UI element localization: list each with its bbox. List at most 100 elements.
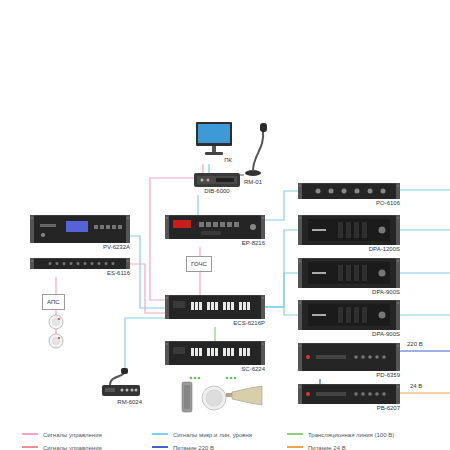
ceiling-speaker — [202, 386, 226, 410]
rack-device: SC-6224 — [165, 341, 265, 373]
device-part — [34, 215, 126, 243]
device-picture — [298, 183, 400, 199]
device-part — [239, 348, 242, 356]
device-part — [298, 215, 400, 245]
device-part — [227, 348, 230, 356]
device-part — [329, 189, 334, 194]
microphone-console: RM-6024 — [100, 368, 142, 406]
smoke-detector — [49, 334, 63, 348]
device-part — [70, 262, 73, 265]
device-label: ES-6116 — [30, 269, 130, 277]
device-part — [346, 307, 351, 323]
device-part — [302, 183, 396, 184]
column-speaker-grille — [184, 385, 190, 409]
device-part — [205, 152, 223, 155]
device-part — [397, 185, 399, 187]
device-label: PO-6106 — [298, 199, 400, 207]
device-part — [77, 262, 80, 265]
device-part — [207, 348, 210, 356]
rack-device: EP-8216 — [165, 215, 265, 247]
signal-wire — [130, 236, 165, 308]
device-part — [302, 258, 396, 259]
rack-device: PV-6232A — [30, 215, 130, 251]
horn-speaker-mount — [226, 393, 232, 397]
device-part — [316, 189, 321, 194]
device-part — [262, 297, 264, 299]
device-part — [362, 265, 367, 281]
voltage-label-wrap: 220 В — [407, 340, 423, 348]
device-part — [215, 348, 218, 356]
signal-wire — [130, 264, 165, 313]
device-part — [308, 219, 390, 241]
voltage-label: 220 В — [407, 340, 423, 348]
amp-output-line — [400, 189, 450, 190]
device-part — [131, 389, 134, 392]
device-part — [207, 302, 210, 310]
device-part — [381, 189, 386, 194]
box-label: ГОЧС — [191, 260, 207, 268]
device-label: DIB-6000 — [194, 187, 240, 195]
signal-wire — [199, 272, 200, 295]
device-part — [379, 227, 386, 234]
signal-box: ГОЧС — [186, 256, 212, 272]
device-part — [361, 392, 365, 396]
rack-device: ES-6116 — [30, 258, 130, 277]
device-part — [253, 130, 263, 171]
device-part — [127, 260, 129, 262]
device-part — [375, 392, 379, 396]
device-part — [112, 225, 116, 229]
device-part — [302, 215, 396, 245]
device-part — [30, 215, 130, 243]
signal-wire — [265, 191, 298, 220]
device-picture — [194, 173, 240, 187]
signal-wire — [125, 318, 165, 368]
legend-text: Питание 24 В — [308, 445, 346, 450]
smoke-detector-core — [53, 338, 60, 345]
device-part — [368, 392, 372, 396]
device-part — [106, 225, 110, 229]
amp-output-line — [400, 272, 450, 273]
device-part — [100, 225, 104, 229]
device-part — [166, 343, 168, 345]
signal-wire — [150, 178, 194, 300]
device-part — [198, 124, 230, 143]
device-part — [302, 300, 396, 301]
device-part — [382, 392, 386, 396]
device-part — [338, 307, 343, 323]
device-part — [302, 183, 396, 199]
device-part — [56, 262, 59, 265]
microphone-node: RM-01 — [244, 122, 270, 186]
legend-text: Сигналы микр.и лин. уровня — [173, 432, 252, 438]
device-part — [196, 122, 232, 146]
signal-wire — [208, 164, 209, 173]
device-label: PB-6207 — [298, 404, 400, 412]
device-part — [243, 302, 246, 310]
signal-wire — [265, 230, 298, 307]
device-part — [169, 215, 261, 216]
legend-text: Сигналы управления — [43, 432, 102, 438]
device-part — [199, 302, 202, 310]
device-picture — [165, 295, 265, 319]
device-part — [173, 220, 191, 228]
box-label: АПС — [47, 298, 60, 306]
device-part — [368, 355, 372, 359]
device-part — [31, 260, 33, 262]
device-label: PD-6359 — [298, 371, 400, 379]
device-part — [169, 295, 261, 296]
device-part — [375, 355, 379, 359]
device-part — [212, 146, 216, 152]
device-part — [201, 231, 221, 235]
legend-swatch — [22, 446, 38, 448]
device-part — [397, 217, 399, 219]
device-picture — [244, 122, 270, 178]
device-part — [298, 258, 400, 288]
line-dot — [198, 377, 201, 380]
voltage-label-wrap: 24 В — [410, 382, 422, 390]
device-picture — [100, 368, 142, 398]
computer-node: ПК — [196, 122, 232, 164]
column-speaker — [182, 382, 192, 412]
device-part — [199, 222, 204, 227]
device-part — [63, 262, 66, 265]
device-part — [302, 384, 396, 404]
device-part — [397, 302, 399, 304]
